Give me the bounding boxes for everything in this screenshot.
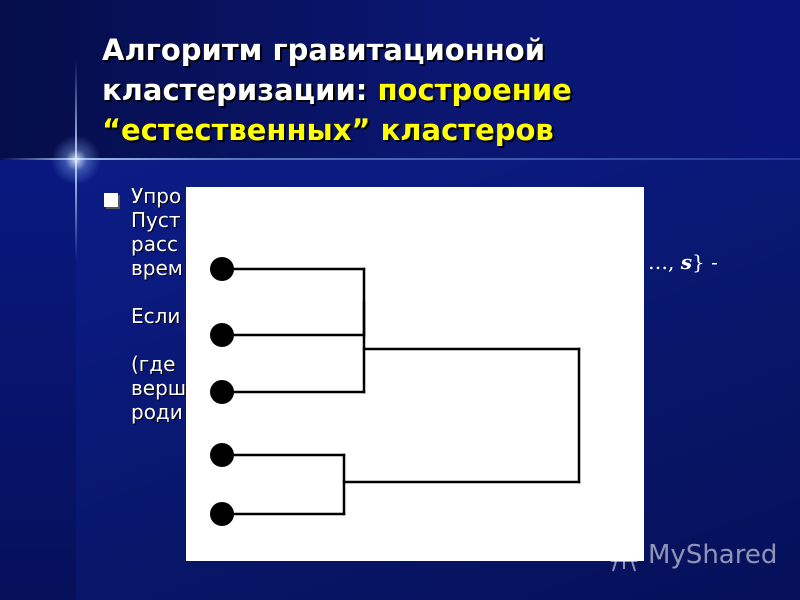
light-flare-horizontal: [0, 158, 800, 160]
bullet-icon: [104, 193, 118, 207]
slide-body: Упро Пуст расс врем Если (где верш роди: [131, 184, 431, 424]
dendrogram: [210, 257, 581, 526]
light-flare-glow: [51, 135, 101, 185]
title-band: [0, 0, 800, 160]
watermark: MyShared: [606, 535, 777, 575]
title-highlight: построение “естественных” кластеров: [102, 73, 572, 147]
body-line: врем: [131, 256, 183, 280]
leaf-node-2: [210, 323, 234, 347]
leaf-node-3: [210, 380, 234, 404]
leaf-node-5: [210, 502, 234, 526]
set-notation: …, s} -: [648, 250, 718, 274]
leaf-node-1: [210, 257, 234, 281]
body-line: Пуст: [131, 208, 181, 232]
body-line: расс: [131, 232, 178, 256]
watermark-text: MyShared: [648, 540, 778, 570]
body-line: верш: [131, 376, 187, 400]
body-line: роди: [131, 400, 183, 424]
left-band: [0, 160, 76, 600]
dendrogram-panel: [186, 187, 644, 561]
title-main: Алгоритм гравитационной кластеризации:: [102, 33, 546, 107]
body-line: Упро: [131, 184, 182, 208]
presentation-board-icon: [609, 542, 639, 572]
body-line: Если: [131, 304, 181, 328]
body-line: (где: [131, 352, 176, 376]
set-notation-variable: s: [680, 250, 692, 274]
slide-title: Алгоритм гравитационной кластеризации: п…: [102, 30, 762, 150]
set-notation-suffix: } -: [691, 250, 718, 274]
leaf-node-4: [210, 443, 234, 467]
set-notation-prefix: …,: [648, 250, 681, 274]
